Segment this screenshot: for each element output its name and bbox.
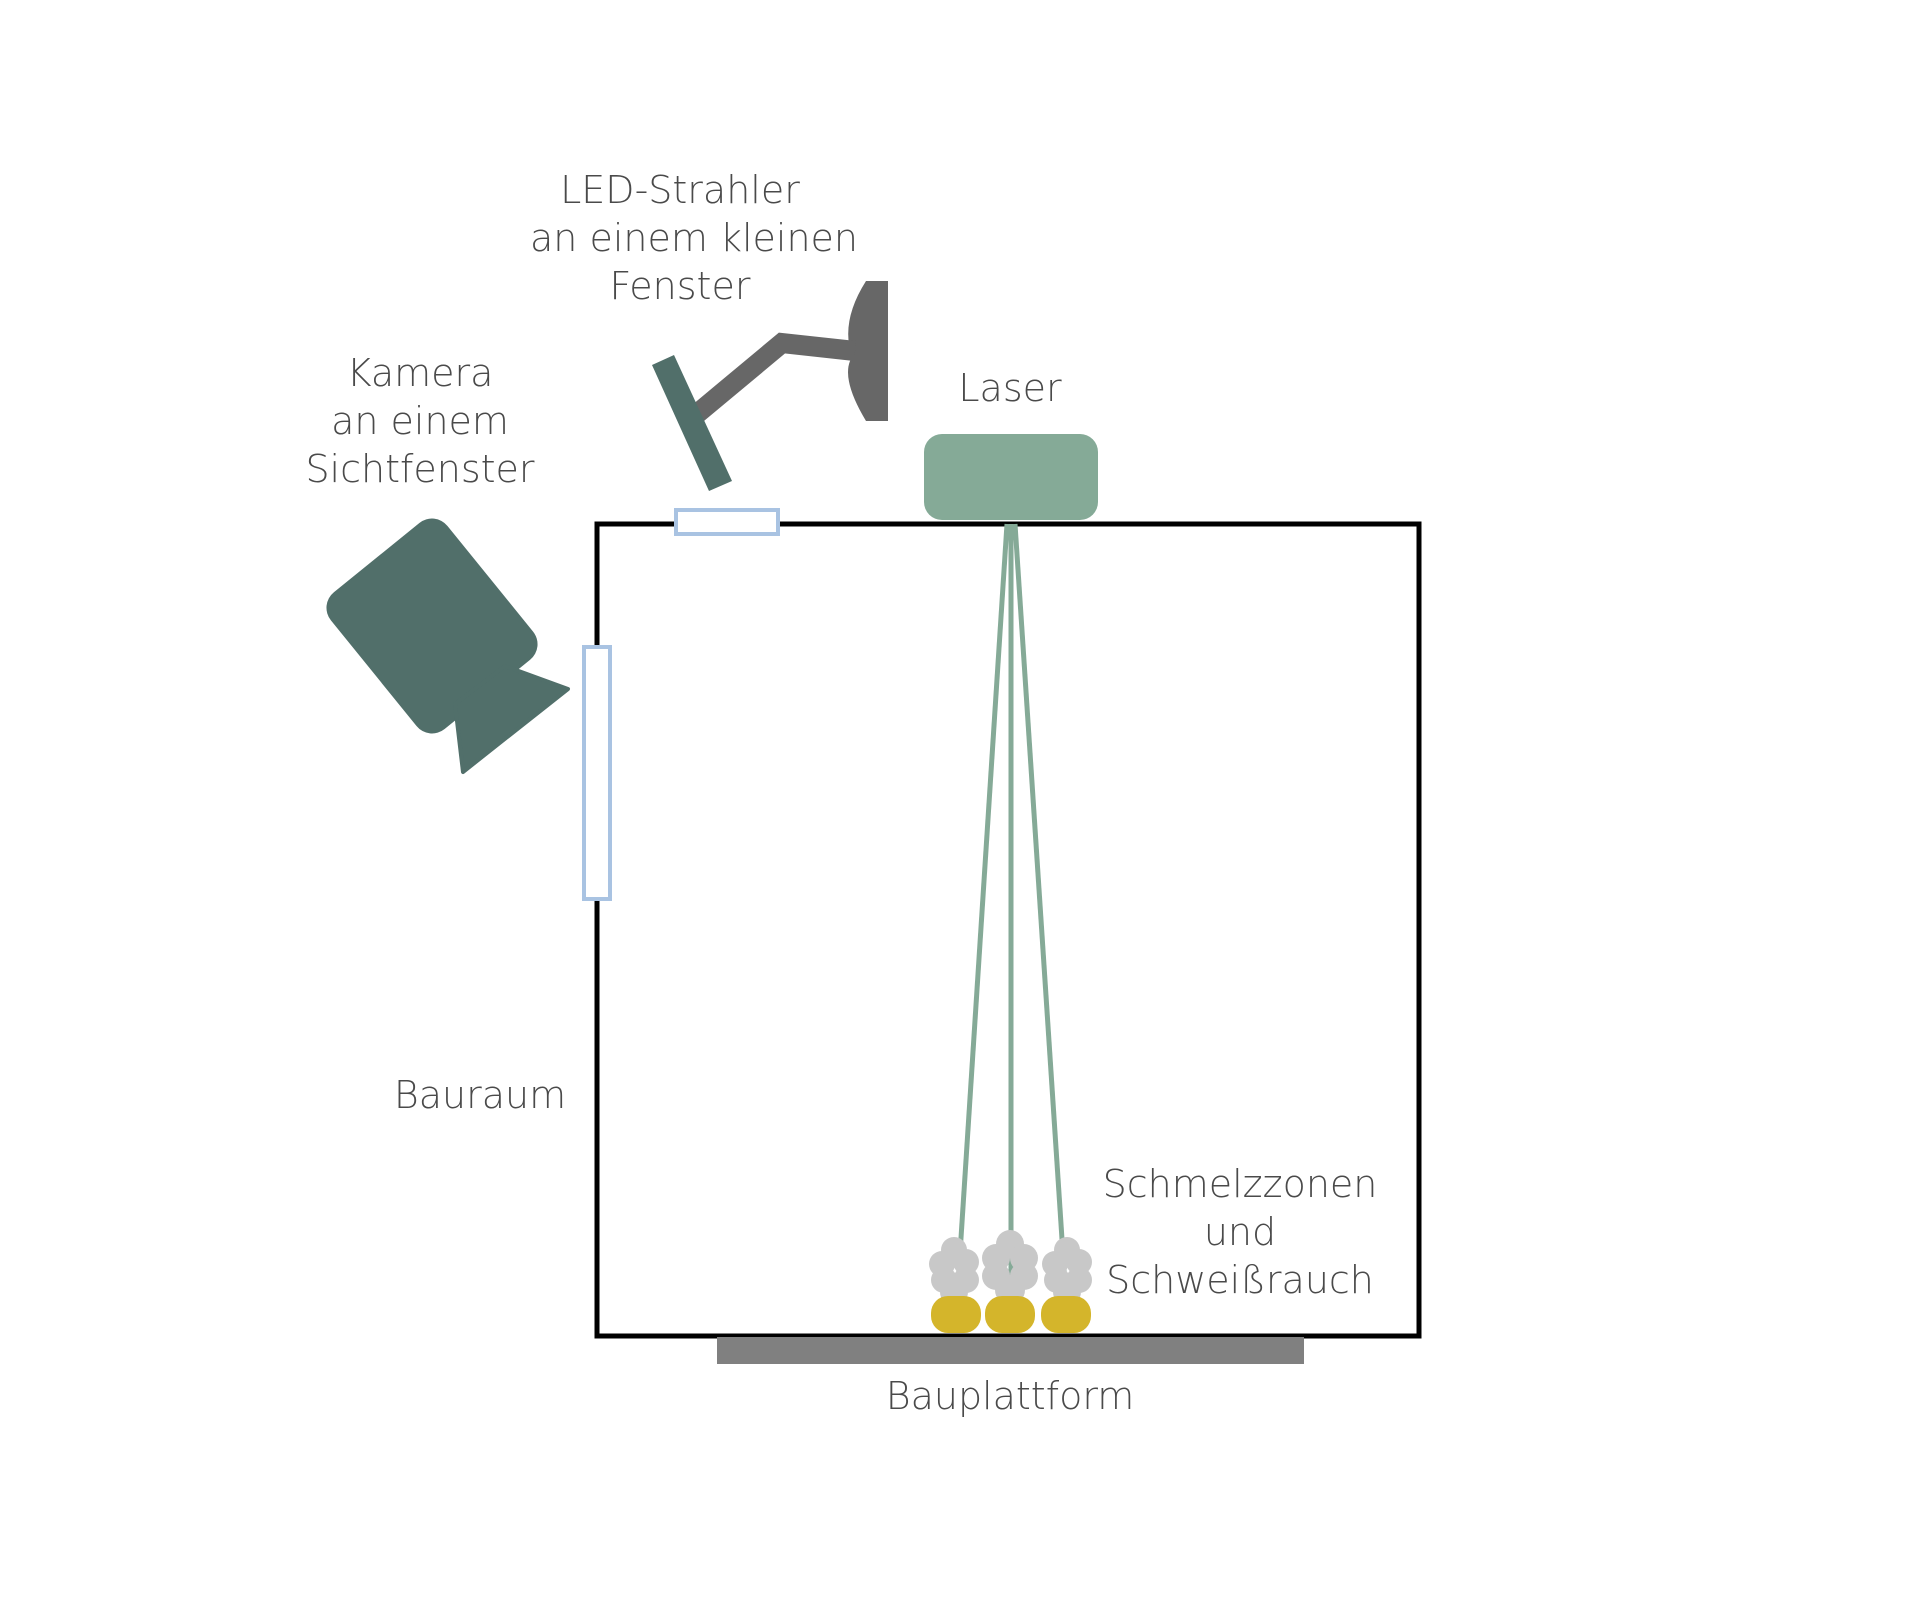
led-label-line-3: Fenster bbox=[609, 264, 751, 308]
smoke-cloud bbox=[929, 1237, 979, 1306]
camera-label: Kamera an einem Sichtfenster bbox=[290, 349, 550, 493]
melt-zone bbox=[985, 1296, 1035, 1333]
led-label-line-2: an einem kleinen bbox=[530, 216, 858, 260]
small-window bbox=[674, 508, 780, 536]
platform-label: Bauplattform bbox=[885, 1374, 1135, 1418]
build-platform bbox=[717, 1337, 1304, 1364]
viewing-window bbox=[582, 645, 612, 901]
bauraum-label: Bauraum bbox=[393, 1073, 567, 1117]
laser-unit-icon bbox=[924, 434, 1098, 520]
laser-beams bbox=[954, 523, 1069, 1301]
led-label: LED-Strahler an einem kleinen Fenster bbox=[530, 166, 858, 310]
led-spotlight-icon bbox=[652, 281, 888, 491]
camera-label-line-2: an einem bbox=[331, 399, 509, 443]
melt-label-line-1: Schmelzzonen bbox=[1102, 1162, 1378, 1206]
smoke-cloud bbox=[1042, 1237, 1092, 1306]
melt-label-line-2: und bbox=[1203, 1210, 1277, 1254]
led-label-line-1: LED-Strahler bbox=[560, 168, 800, 212]
laser-label: Laser bbox=[958, 366, 1062, 410]
melt-label: Schmelzzonen und Schweißrauch bbox=[1100, 1160, 1380, 1304]
melt-zone bbox=[931, 1296, 981, 1333]
melt-zone bbox=[1041, 1296, 1091, 1333]
laser-beam-right bbox=[1012, 523, 1069, 1301]
melt-zones bbox=[931, 1296, 1091, 1333]
video-camera-icon bbox=[326, 518, 570, 774]
laser-beam-left bbox=[954, 523, 1010, 1301]
build-chamber bbox=[594, 521, 1422, 1339]
melt-label-line-3: Schweißrauch bbox=[1106, 1258, 1374, 1302]
camera-label-line-3: Sichtfenster bbox=[305, 447, 535, 491]
camera-label-line-1: Kamera bbox=[346, 351, 494, 395]
